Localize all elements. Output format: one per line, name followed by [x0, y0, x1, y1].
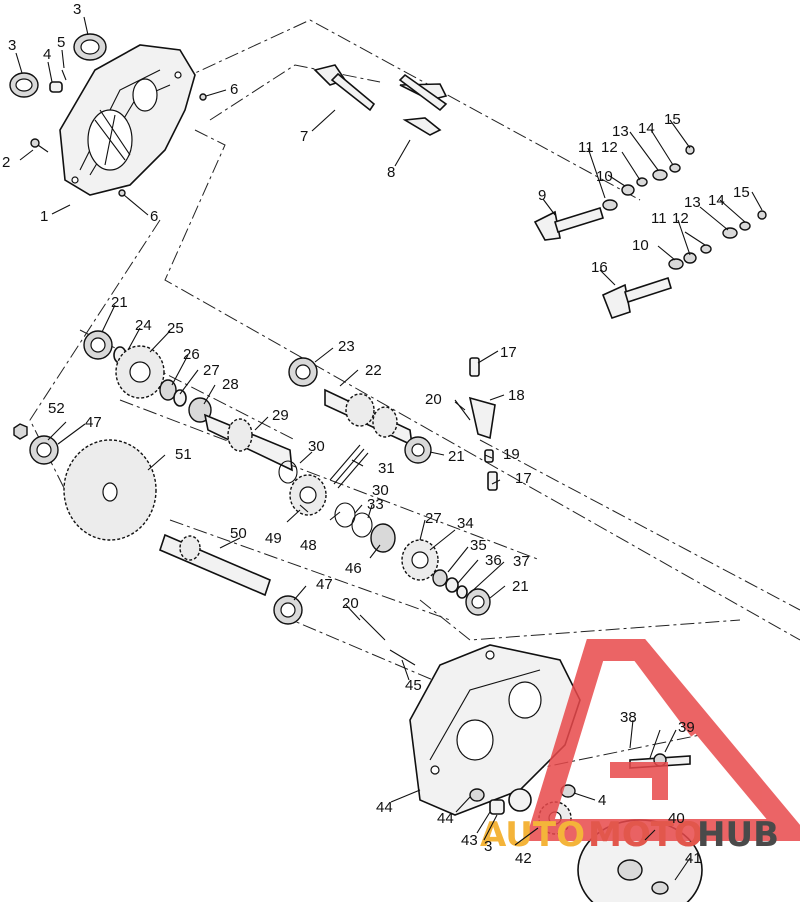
- label-12: 12: [672, 210, 689, 227]
- label-26: 26: [183, 346, 200, 363]
- countershaft-assembly: [83, 330, 293, 472]
- label-29: 29: [272, 407, 289, 424]
- label-10: 10: [596, 168, 613, 185]
- label-4: 4: [43, 46, 51, 63]
- label-32: 33: [367, 496, 384, 513]
- label-13: 13: [612, 123, 629, 140]
- label-3: 3: [73, 1, 81, 18]
- label-11: 11: [578, 139, 594, 156]
- label-5: 5: [57, 34, 65, 51]
- label-8: 8: [387, 164, 395, 181]
- label-40: 41: [685, 850, 702, 867]
- label-19: 19: [503, 446, 520, 463]
- label-9: 9: [538, 187, 546, 204]
- label-27: 27: [203, 362, 220, 379]
- label-15: 15: [664, 111, 681, 128]
- label-39: 40: [668, 810, 685, 827]
- label-12: 12: [601, 139, 618, 156]
- label-48: 48: [300, 537, 317, 554]
- label-10: 10: [632, 237, 649, 254]
- label-21: 21: [448, 448, 465, 465]
- automotohub-watermark: [525, 639, 800, 841]
- label-34: 35: [470, 537, 487, 554]
- label-15: 15: [733, 184, 750, 201]
- label-3: 3: [484, 838, 492, 855]
- mainshaft-assembly: [288, 357, 432, 464]
- label-35: 36: [485, 552, 502, 569]
- watermark-auto: AUTO: [480, 815, 585, 855]
- label-16: 16: [591, 259, 608, 276]
- label-21: 21: [111, 294, 128, 311]
- output-shaft: [159, 533, 303, 625]
- label-27: 27: [425, 510, 442, 527]
- label-13: 13: [684, 194, 701, 211]
- chain-and-gear: [278, 444, 369, 516]
- label-6: 6: [230, 81, 238, 98]
- shift-forks: [313, 64, 448, 136]
- label-31: 31: [378, 460, 395, 477]
- label-20: 20: [342, 595, 359, 612]
- label-23: 23: [338, 338, 355, 355]
- label-1: 1: [40, 208, 48, 225]
- label-42: 43: [461, 832, 478, 849]
- leader-lines: [15, 16, 763, 881]
- top-small-parts: [9, 33, 207, 197]
- secondary-gear-row: [334, 502, 491, 616]
- label-2: 2: [2, 154, 10, 171]
- watermark-moto: MOTO: [588, 815, 703, 855]
- label-6: 6: [150, 208, 158, 225]
- label-44: 44: [376, 799, 393, 816]
- label-20: 20: [425, 391, 442, 408]
- label-30: 30: [372, 482, 389, 499]
- label-17: 17: [515, 470, 532, 487]
- left-crankcase-cover: [59, 44, 196, 196]
- label-11: 11: [651, 210, 667, 227]
- label-3: 3: [8, 37, 16, 54]
- label-33: 34: [457, 515, 474, 532]
- label-14: 14: [638, 120, 655, 137]
- part-labels: 3 3 4 5 6 7 8 2 1 6 11 12 13 14 15 10 9 …: [2, 1, 750, 867]
- assembly-lines: [29, 19, 800, 771]
- label-52: 52: [48, 400, 65, 417]
- label-28: 28: [222, 376, 239, 393]
- label-36: 37: [513, 553, 530, 570]
- label-18: 18: [508, 387, 525, 404]
- label-49: 49: [265, 530, 282, 547]
- label-22: 22: [365, 362, 382, 379]
- label-7: 7: [300, 128, 308, 145]
- label-4: 4: [598, 792, 606, 809]
- label-47: 47: [316, 576, 333, 593]
- label-24: 24: [135, 317, 152, 334]
- label-51: 51: [175, 446, 192, 463]
- label-45: 45: [405, 677, 422, 694]
- label-41: 42: [515, 850, 532, 867]
- label-38: 39: [678, 719, 695, 736]
- label-47: 47: [85, 414, 102, 431]
- label-25: 25: [167, 320, 184, 337]
- watermark-hub: HUB: [697, 815, 779, 855]
- shift-shafts: [533, 145, 767, 319]
- label-30: 30: [308, 438, 325, 455]
- label-37: 38: [620, 709, 637, 726]
- label-46: 46: [345, 560, 362, 577]
- label-43: 44: [437, 810, 454, 827]
- label-14: 14: [708, 192, 725, 209]
- label-21: 21: [512, 578, 529, 595]
- label-17: 17: [500, 344, 517, 361]
- large-gear: [13, 423, 157, 541]
- label-50: 50: [230, 525, 247, 542]
